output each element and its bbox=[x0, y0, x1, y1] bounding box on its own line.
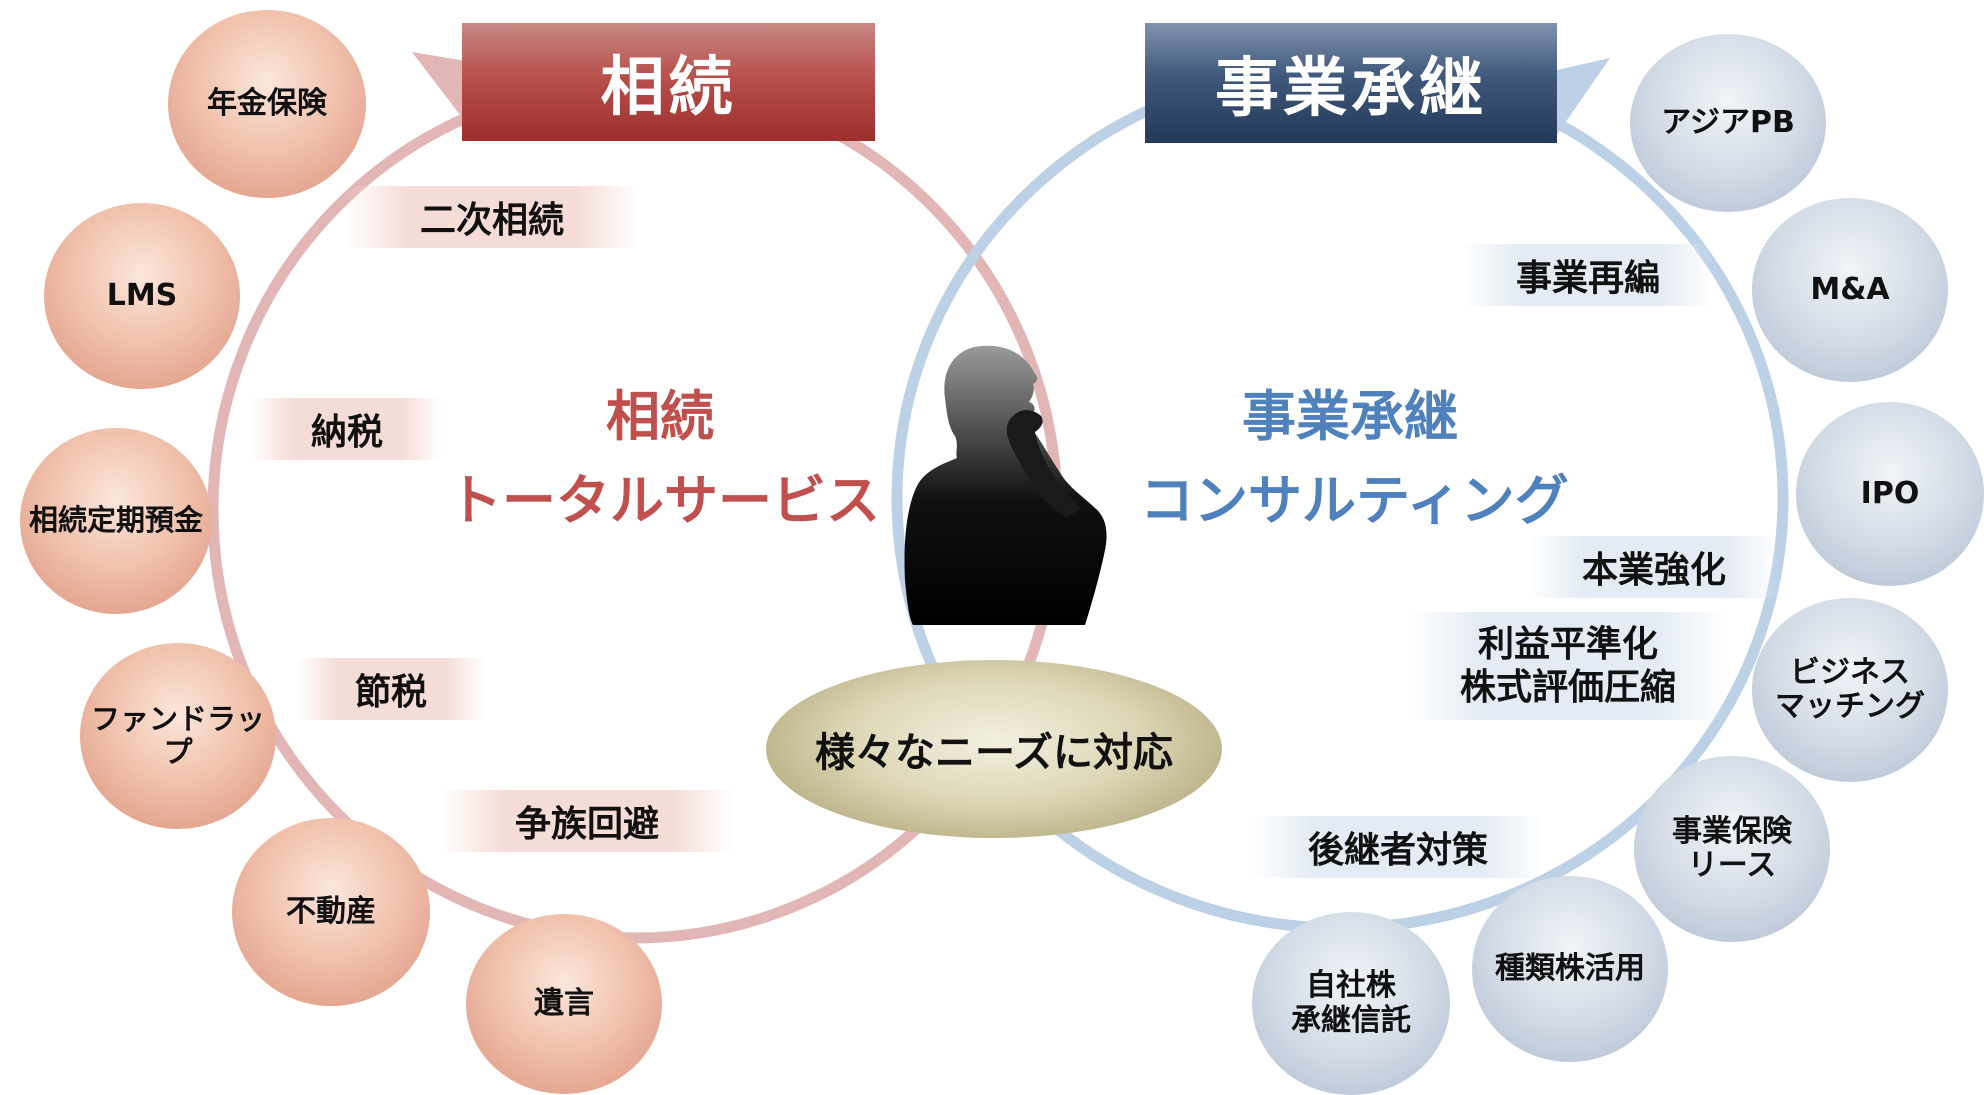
bubble-m-and-a: M&A bbox=[1752, 198, 1948, 382]
tag-rieki-heijunka-line1: 利益平準化 bbox=[1477, 623, 1658, 665]
thinking-person-icon bbox=[904, 345, 1107, 625]
tag-koukeisha-taisaku: 後継者対策 bbox=[1250, 816, 1546, 878]
bubble-jisha-kabu-line1: 自社株 bbox=[1306, 968, 1396, 1003]
bubble-jisha-kabu-line2: 承継信託 bbox=[1291, 1002, 1411, 1038]
bubble-jisha-kabu-shoukei-shintaku: 自社株 承継信託 bbox=[1252, 912, 1450, 1095]
bubble-business-matching-line2: マッチング bbox=[1775, 689, 1925, 724]
bubble-nenkin-hoken: 年金保険 bbox=[168, 10, 366, 198]
tag-rieki-heijunka: 利益平準化 株式評価圧縮 bbox=[1408, 612, 1728, 720]
tag-hongyou-kyouka: 本業強化 bbox=[1528, 536, 1780, 598]
bubble-jigyou-hoken-lease: 事業保険 リース bbox=[1634, 756, 1830, 942]
tag-niji-souzoku: 二次相続 bbox=[344, 186, 640, 248]
tag-nouzei: 納税 bbox=[252, 398, 442, 460]
jigyou-title: 事業承継 bbox=[1145, 23, 1557, 143]
bubble-yuigon: 遺言 bbox=[466, 914, 662, 1094]
souzoku-title: 相続 bbox=[462, 23, 875, 141]
bubble-business-matching-line1: ビジネス bbox=[1790, 654, 1910, 690]
tag-jigyou-saihen: 事業再編 bbox=[1462, 244, 1714, 306]
bubble-lms: LMS bbox=[44, 203, 240, 389]
tag-souzoku-kaihi: 争族回避 bbox=[440, 790, 734, 852]
bubble-jigyou-hoken-line1: 事業保険 bbox=[1672, 813, 1792, 849]
souzoku-center-heading: 相続 bbox=[606, 385, 714, 448]
tag-rieki-heijunka-line2: 株式評価圧縮 bbox=[1459, 667, 1676, 708]
bubble-shuruikabu-katsuyou: 種類株活用 bbox=[1472, 876, 1668, 1062]
bubble-business-matching: ビジネス マッチング bbox=[1752, 598, 1948, 782]
bubble-souzoku-teiki-yokin: 相続定期預金 bbox=[20, 428, 212, 614]
jigyou-center-subheading: コンサルティング bbox=[1140, 469, 1569, 532]
souzoku-center-subheading: トータルサービス bbox=[448, 469, 880, 532]
jigyou-center-heading: 事業承継 bbox=[1242, 385, 1458, 448]
souzoku-arrow-icon bbox=[412, 52, 472, 128]
bubble-asia-pb: アジアPB bbox=[1630, 34, 1826, 212]
bubble-fudousan: 不動産 bbox=[232, 818, 430, 1006]
jigyou-arrow-icon bbox=[1548, 58, 1610, 136]
bubble-fund-wrap: ファンドラップ bbox=[80, 643, 276, 829]
needs-label: 様々なニーズに対応 bbox=[815, 730, 1173, 776]
bubble-jigyou-hoken-line2: リース bbox=[1687, 848, 1777, 883]
tag-setsuzei: 節税 bbox=[296, 658, 486, 720]
needs-ellipse: 様々なニーズに対応 bbox=[766, 660, 1222, 838]
bubble-ipo: IPO bbox=[1796, 402, 1984, 586]
